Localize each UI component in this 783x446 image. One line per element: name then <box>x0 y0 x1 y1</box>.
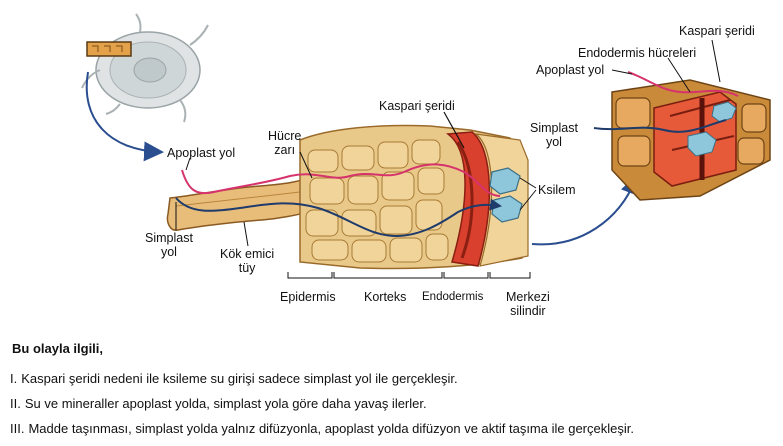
endodermis-band <box>445 131 491 267</box>
symplast-path <box>175 197 502 238</box>
statement-1-text: Kaspari şeridi nedeni ile ksileme su gir… <box>21 371 458 386</box>
label-casparian-right: Kaspari şeridi <box>679 24 755 38</box>
statement-3: III.Madde taşınması, simplast yolda yaln… <box>10 421 634 436</box>
statement-2-text: Su ve mineraller apoplast yolda, simplas… <box>24 396 427 411</box>
label-epidermis: Epidermis <box>280 290 336 304</box>
statement-2-number: II. <box>10 396 21 411</box>
label-endodermis: Endodermis <box>422 291 484 303</box>
label-symplast-left: Simplast yol <box>145 231 193 259</box>
label-stele: Merkezi silindir <box>506 290 550 318</box>
label-apoplast-left: Apoplast yol <box>167 146 236 160</box>
root-hair <box>166 174 319 231</box>
region-brackets <box>287 272 531 279</box>
label-cell-membrane: Hücre zarı <box>268 129 302 157</box>
label-symplast-right: Simplast yol <box>530 121 578 149</box>
endodermis-cells-inset <box>593 71 771 201</box>
zoom-arrow-right <box>531 174 640 246</box>
label-casparian-center: Kaspari şeridi <box>379 99 455 113</box>
zoom-arrow-left <box>85 71 164 162</box>
statement-2: II.Su ve mineraller apoplast yolda, simp… <box>10 396 427 411</box>
root-cross-section-thumbnail <box>81 13 209 123</box>
statement-3-text: Madde taşınması, simplast yolda yalnız d… <box>28 421 634 436</box>
label-endodermis-cells: Endodermis hücreleri <box>578 46 697 60</box>
label-cortex: Korteks <box>364 290 407 304</box>
statement-1-number: I. <box>10 371 18 386</box>
label-apoplast-right: Apoplast yol <box>536 63 605 77</box>
root-water-transport-diagram <box>81 13 771 279</box>
label-root-hair: Kök emici tüy <box>220 247 275 275</box>
xylem-vessel-1 <box>489 167 521 195</box>
statement-3-number: III. <box>10 421 25 436</box>
label-xylem: Ksilem <box>538 183 576 197</box>
question-intro: Bu olayla ilgili, <box>12 341 104 356</box>
statement-1: I.Kaspari şeridi nedeni ile ksileme su g… <box>10 371 458 386</box>
apoplast-path <box>181 163 501 197</box>
